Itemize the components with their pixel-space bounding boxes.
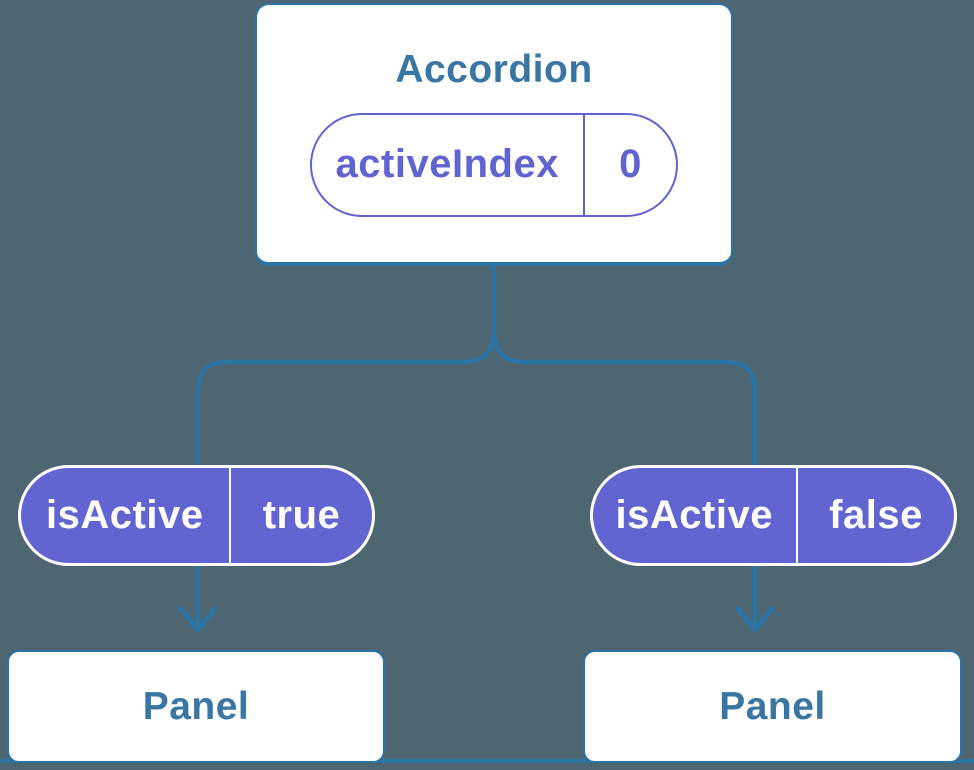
arrow-down-icon bbox=[735, 606, 775, 633]
panel-node-left: Panel bbox=[7, 650, 385, 763]
prop-pill-value: true bbox=[262, 493, 341, 537]
prop-pill-divider bbox=[228, 468, 231, 563]
panel-title: Panel bbox=[142, 684, 250, 728]
state-pill-value: 0 bbox=[619, 142, 642, 187]
accordion-title: Accordion bbox=[395, 48, 593, 91]
prop-pill-isactive-true: isActive true bbox=[18, 465, 375, 566]
state-pill: activeIndex 0 bbox=[310, 112, 678, 217]
prop-pill-label: isActive bbox=[46, 493, 204, 537]
prop-pill-isactive-false: isActive false bbox=[590, 465, 957, 566]
prop-pill-label: isActive bbox=[615, 493, 773, 537]
panel-title: Panel bbox=[719, 684, 826, 728]
state-pill-divider bbox=[582, 114, 585, 215]
prop-pill-value: false bbox=[829, 493, 923, 537]
state-pill-label: activeIndex bbox=[335, 142, 559, 187]
panel-node-right: Panel bbox=[583, 650, 962, 763]
arrow-down-icon bbox=[178, 606, 218, 633]
bottom-baseline bbox=[0, 759, 974, 763]
connector-left-branch bbox=[195, 263, 497, 631]
connector-right-branch bbox=[491, 263, 758, 631]
accordion-node: Accordion activeIndex 0 bbox=[255, 3, 733, 266]
prop-pill-divider bbox=[795, 468, 798, 563]
